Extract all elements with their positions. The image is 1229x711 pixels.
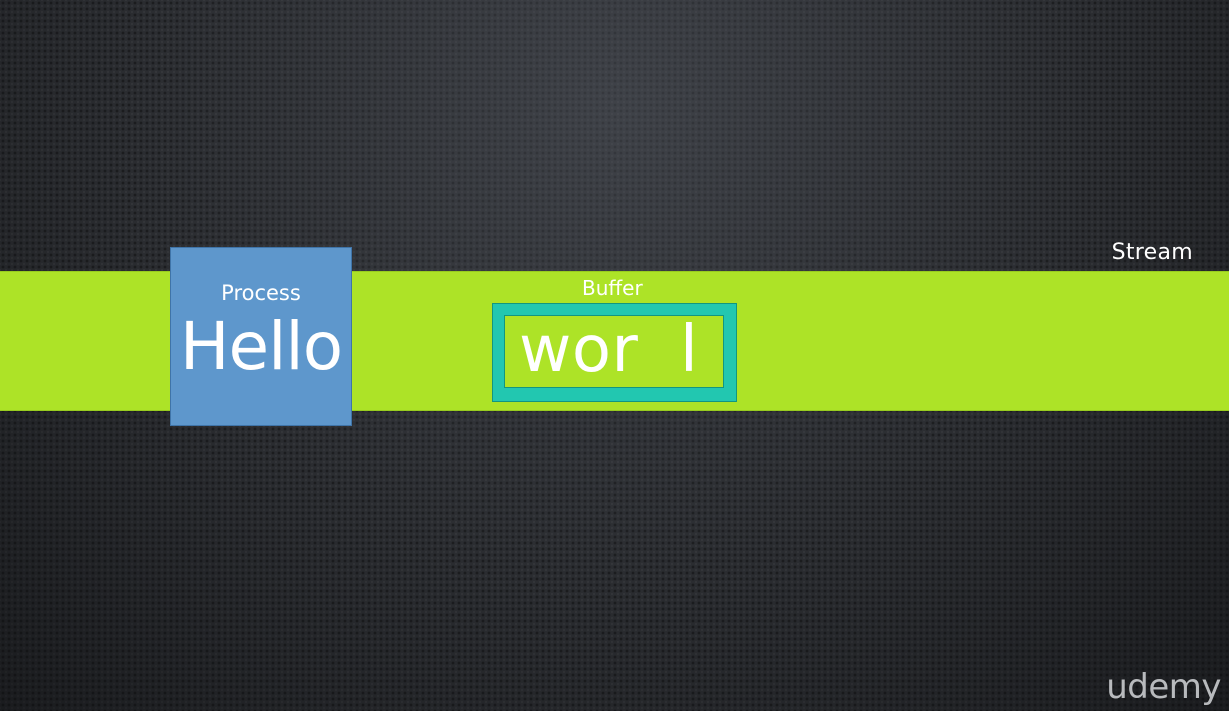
buffer-content: wor l: [519, 313, 699, 387]
udemy-logo: udemy: [1106, 667, 1221, 707]
process-word: Hello: [179, 308, 343, 385]
buffer-inner-box: wor l: [504, 315, 724, 388]
process-label: Process: [221, 281, 301, 305]
buffer-box: wor l: [492, 303, 737, 402]
stream-label: Stream: [1111, 240, 1193, 265]
buffer-label: Buffer: [582, 276, 643, 300]
process-box: Process Hello: [170, 247, 352, 426]
